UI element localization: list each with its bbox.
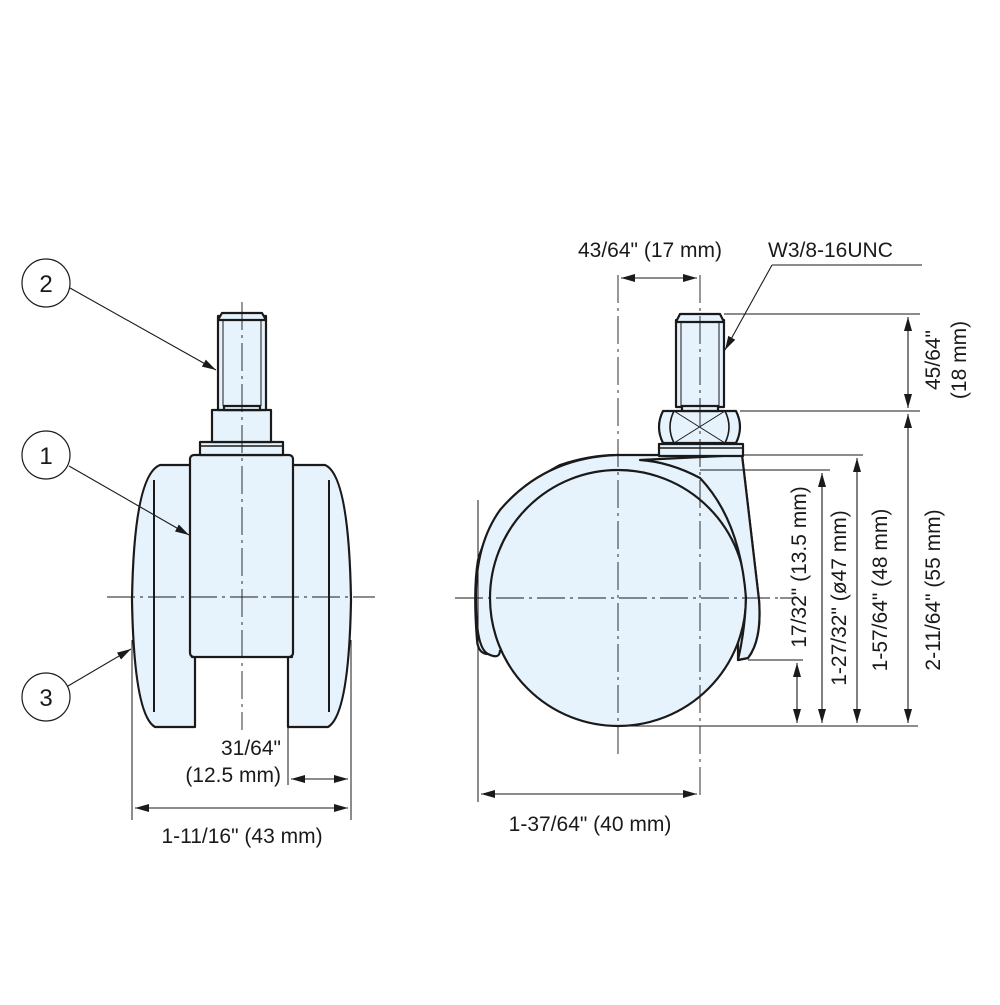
- dim-overall-height: 2-11/64" (55 mm): [922, 509, 945, 670]
- collar-side: [657, 442, 745, 458]
- dim-wheel-diameter: 1-27/32" (ø47 mm): [828, 510, 851, 686]
- dim-offset: 43/64" (17 mm): [578, 239, 722, 262]
- collar-front: [198, 440, 285, 457]
- callout-3-number: 3: [39, 685, 52, 712]
- callout-1: 1: [21, 430, 190, 536]
- front-view: 31/64" (12.5 mm) 1-11/16" (43 mm) 2 1 3: [21, 258, 375, 848]
- callout-1-number: 1: [39, 443, 52, 470]
- thread-leader: [724, 264, 773, 351]
- wheel-left: [130, 463, 197, 729]
- dim-wheel-width-line2: (12.5 mm): [185, 764, 281, 787]
- wheel-right: [286, 463, 353, 729]
- callout-2-number: 2: [39, 271, 52, 298]
- dim-overall-width: 1-11/16" (43 mm): [161, 825, 322, 848]
- housing-front: [188, 453, 295, 659]
- hex-nut-side: [657, 409, 742, 445]
- dim-stem-height-line2: (18 mm): [948, 321, 971, 399]
- dim-floor-clearance: 17/32" (13.5 mm): [788, 486, 811, 648]
- callout-3: 3: [21, 648, 132, 722]
- dim-wheel-width-line1: 31/64": [221, 737, 281, 760]
- dim-overall-length: 1-37/64" (40 mm): [509, 813, 672, 836]
- side-view: 43/64" (17 mm) W3/8-16UNC 45/64" (18 mm)…: [455, 239, 971, 836]
- thread-spec: W3/8-16UNC: [768, 239, 893, 262]
- dim-stem-height-line1: 45/64": [922, 330, 945, 390]
- dim-housing-height: 1-57/64" (48 mm): [869, 509, 892, 672]
- callout-2: 2: [21, 258, 217, 371]
- neck-front: [210, 408, 273, 444]
